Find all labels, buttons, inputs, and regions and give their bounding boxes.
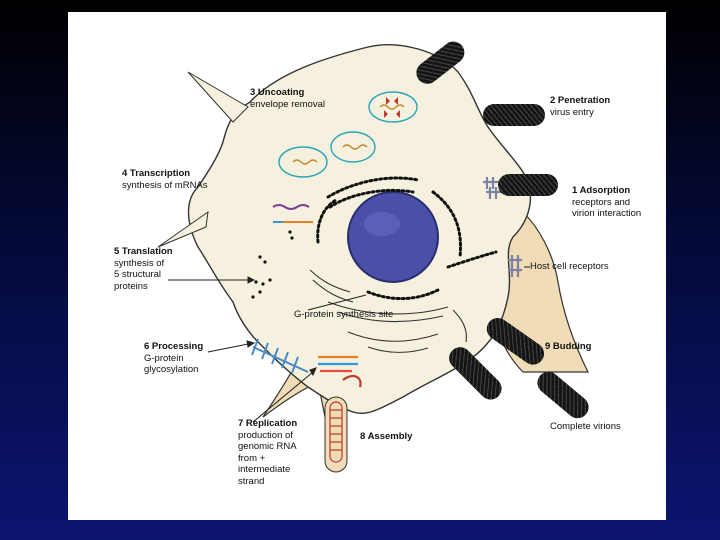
cell-spike-top-left: [187, 71, 249, 123]
virion-complete: [537, 371, 589, 419]
virion-penetration-top: [416, 41, 465, 84]
polysomes: [251, 230, 294, 299]
golgi-membranes: [309, 269, 467, 353]
virion-budding-1: [486, 317, 545, 365]
nucleus: [347, 191, 439, 283]
pointer-lines: [168, 266, 530, 423]
complete-virions-label: Complete virions: [550, 421, 621, 432]
virion-adsorption: [498, 174, 558, 196]
rough-endoplasmic-reticulum: [316, 176, 498, 301]
assembly-column: [324, 396, 348, 473]
virion-budding-2: [449, 347, 502, 400]
virions: [416, 41, 589, 419]
receptor-host: [508, 255, 522, 277]
step-8-label: 8 Assembly: [360, 431, 413, 442]
nucleocapsid-fragments: [384, 97, 400, 118]
receptor-adsorption: [483, 177, 502, 199]
glycosylation-site: [251, 338, 309, 374]
mrna-transcripts: [272, 204, 313, 223]
uncoating-vesicles: [278, 91, 418, 178]
g-protein-site-label: G-protein synthesis site: [294, 309, 394, 320]
cell-spike-left: [157, 210, 209, 248]
host-receptors-label: Host cell receptors: [530, 261, 609, 272]
step-9-label: 9 Budding: [545, 341, 592, 352]
virus-life-cycle-diagram: [157, 41, 589, 473]
virion-penetration: [483, 104, 545, 126]
replication-strands: [318, 355, 362, 388]
